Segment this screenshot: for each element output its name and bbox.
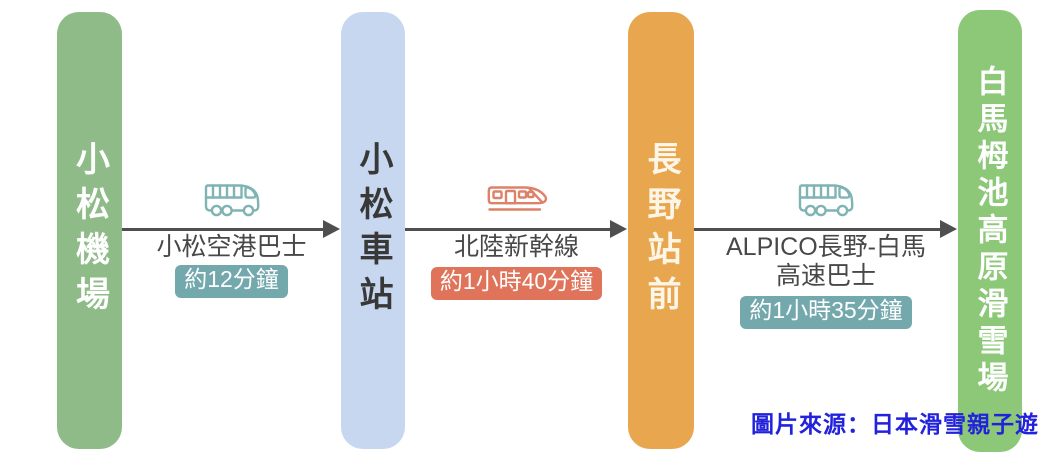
stop-komatsu-airport: 小松機場	[57, 12, 122, 449]
stop-hakuba-tsugaike-resort: 白馬栂池高原滑雪場	[958, 10, 1022, 452]
leg-name: 小松空港巴士	[156, 233, 307, 261]
arrow-head-icon	[610, 220, 627, 238]
duration-badge: 約1小時35分鐘	[740, 296, 912, 329]
leg-alpico-highway-bus: ALPICO長野-白馬 高速巴士 約1小時35分鐘	[694, 0, 958, 476]
leg-name: 北陸新幹線	[453, 233, 579, 261]
arrow-line	[405, 228, 614, 231]
duration-badge-row: 約1小時35分鐘	[694, 296, 958, 329]
bus-icon	[694, 180, 958, 222]
leg-hokuriku-shinkansen: 北陸新幹線 約1小時40分鐘	[405, 0, 628, 476]
stop-nagano-station: 長野站前	[628, 12, 694, 449]
duration-badge-row: 約12分鐘	[122, 265, 341, 298]
arrow-line	[694, 228, 944, 231]
bus-icon	[122, 180, 341, 222]
stop-label: 白馬栂池高原滑雪場	[972, 64, 1008, 398]
stop-label: 小松車站	[354, 140, 392, 321]
duration-badge: 約1小時40分鐘	[430, 267, 603, 300]
arrow-line	[122, 228, 327, 231]
stop-komatsu-station: 小松車站	[341, 12, 405, 449]
duration-badge: 約12分鐘	[175, 265, 288, 298]
image-credit: 圖片來源：日本滑雪親子遊	[751, 411, 1039, 437]
arrow-head-icon	[940, 220, 957, 238]
duration-badge-row: 約1小時40分鐘	[405, 267, 628, 300]
stop-label: 長野站前	[642, 140, 680, 321]
train-icon	[405, 180, 628, 220]
leg-name: ALPICO長野-白馬 高速巴士	[725, 233, 927, 290]
leg-komatsu-airport-bus: 小松空港巴士 約12分鐘	[122, 0, 341, 476]
arrow-head-icon	[323, 220, 340, 238]
stop-label: 小松機場	[70, 140, 109, 321]
